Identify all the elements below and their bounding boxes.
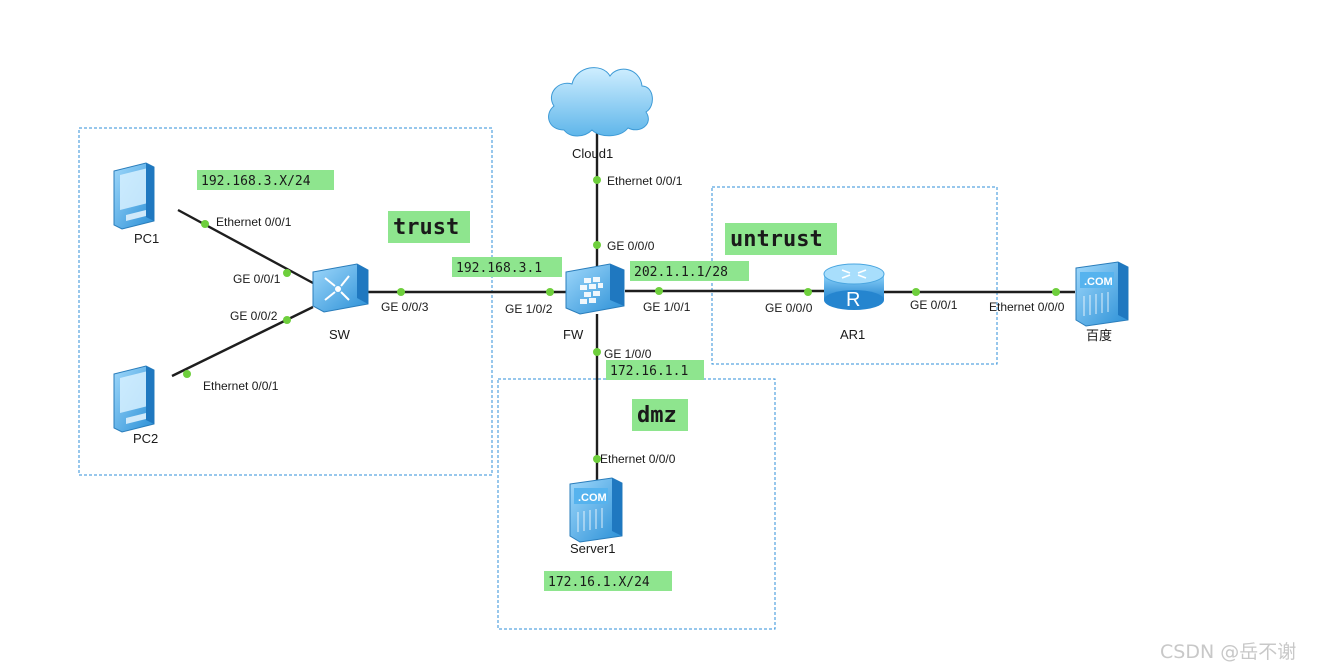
baidu-label: 百度 bbox=[1086, 328, 1112, 343]
sw-label: SW bbox=[329, 327, 351, 342]
ip-highlight-dmz-gw bbox=[606, 360, 704, 380]
port-dot-pc2 bbox=[183, 370, 191, 378]
watermark: CSDN @岳不谢 bbox=[1160, 641, 1296, 663]
server-icon: .COM bbox=[569, 477, 623, 543]
ip-labels: 192.168.3.X/24 192.168.3.1 202.1.1.1/28 … bbox=[197, 170, 749, 591]
pc-icon bbox=[113, 365, 155, 433]
port-label-sw-ge002: GE 0/0/2 bbox=[230, 309, 278, 323]
server1-device[interactable]: .COM bbox=[569, 477, 623, 543]
ar1-label: AR1 bbox=[840, 327, 865, 342]
pc2-label: PC2 bbox=[133, 431, 158, 446]
server-badge: .COM bbox=[578, 492, 607, 504]
port-dot-fw-ge102 bbox=[546, 288, 554, 296]
port-label-sw-ge003: GE 0/0/3 bbox=[381, 300, 429, 314]
zone-highlight-dmz bbox=[632, 399, 688, 431]
sw-device[interactable] bbox=[312, 263, 369, 313]
cloud-device[interactable] bbox=[548, 67, 653, 137]
port-label-pc1-eth: Ethernet 0/0/1 bbox=[216, 215, 292, 229]
server-badge: .COM bbox=[1084, 276, 1113, 288]
trust-zone-box bbox=[78, 127, 493, 476]
server1-label: Server1 bbox=[570, 541, 616, 556]
ip-label-trust-net: 192.168.3.X/24 bbox=[201, 174, 311, 189]
port-label-server-eth: Ethernet 0/0/0 bbox=[600, 452, 676, 466]
port-dot-fw-ge100 bbox=[593, 348, 601, 356]
port-dot-ar1-ge001 bbox=[912, 288, 920, 296]
switch-icon bbox=[312, 263, 369, 313]
router-badge: R bbox=[846, 289, 860, 311]
port-labels: Ethernet 0/0/1 GE 0/0/1 GE 0/0/2 Etherne… bbox=[203, 174, 1065, 466]
ip-highlight-trust-gw bbox=[452, 257, 562, 277]
zone-labels: trust untrust dmz bbox=[388, 211, 837, 431]
port-label-fw-ge102: GE 1/0/2 bbox=[505, 302, 553, 316]
cloud-label: Cloud1 bbox=[572, 146, 613, 161]
zone-highlight-trust bbox=[388, 211, 470, 243]
port-dot-sw-ge001 bbox=[283, 269, 291, 277]
port-dot-server bbox=[593, 455, 601, 463]
pc-icon bbox=[113, 162, 155, 230]
port-dot-sw-ge003 bbox=[397, 288, 405, 296]
port-label-sw-ge001: GE 0/0/1 bbox=[233, 272, 281, 286]
port-label-ar1-ge000: GE 0/0/0 bbox=[765, 301, 813, 315]
pc1-label: PC1 bbox=[134, 231, 159, 246]
port-label-cloud-eth: Ethernet 0/0/1 bbox=[607, 174, 683, 188]
pc1-device[interactable] bbox=[113, 162, 155, 230]
router-icon: R bbox=[823, 263, 885, 311]
port-dot-sw-ge002 bbox=[283, 316, 291, 324]
port-label-fw-ge100: GE 1/0/0 bbox=[604, 347, 652, 361]
ar1-device[interactable]: R bbox=[823, 263, 885, 311]
port-dot-fw-ge101 bbox=[655, 287, 663, 295]
port-dot-baidu bbox=[1052, 288, 1060, 296]
server-icon: .COM bbox=[1075, 261, 1129, 327]
cloud-icon bbox=[548, 67, 653, 137]
ip-highlight-trust-net bbox=[197, 170, 334, 190]
ip-label-dmz-net: 172.16.1.X/24 bbox=[548, 575, 650, 590]
ip-label-untrust: 202.1.1.1/28 bbox=[634, 265, 728, 280]
link-pc1-sw bbox=[177, 208, 314, 285]
zone-label-trust: trust bbox=[393, 215, 459, 240]
port-dot-cloud bbox=[593, 176, 601, 184]
firewall-icon bbox=[565, 263, 625, 315]
zone-label-untrust: untrust bbox=[730, 227, 823, 252]
port-dot-ar1-ge000 bbox=[804, 288, 812, 296]
ip-label-trust-gw: 192.168.3.1 bbox=[456, 261, 542, 276]
zone-highlight-untrust bbox=[725, 223, 837, 255]
port-label-baidu-eth: Ethernet 0/0/0 bbox=[989, 300, 1065, 314]
port-label-ar1-ge001: GE 0/0/1 bbox=[910, 298, 958, 312]
port-dot-pc1 bbox=[201, 220, 209, 228]
zone-label-dmz: dmz bbox=[637, 403, 677, 428]
baidu-device[interactable]: .COM bbox=[1075, 261, 1129, 327]
ip-label-dmz-gw: 172.16.1.1 bbox=[610, 364, 688, 379]
ip-highlight-dmz-net bbox=[544, 571, 672, 591]
ip-highlight-untrust bbox=[630, 261, 749, 281]
dmz-zone-box bbox=[497, 378, 776, 630]
pc2-device[interactable] bbox=[113, 365, 155, 433]
fw-device[interactable] bbox=[565, 263, 625, 315]
port-dots bbox=[183, 176, 1060, 463]
port-label-fw-ge000: GE 0/0/0 bbox=[607, 239, 655, 253]
port-label-pc2-eth: Ethernet 0/0/1 bbox=[203, 379, 279, 393]
port-label-fw-ge101: GE 1/0/1 bbox=[643, 300, 691, 314]
fw-label: FW bbox=[563, 327, 584, 342]
port-dot-fw-ge000 bbox=[593, 241, 601, 249]
